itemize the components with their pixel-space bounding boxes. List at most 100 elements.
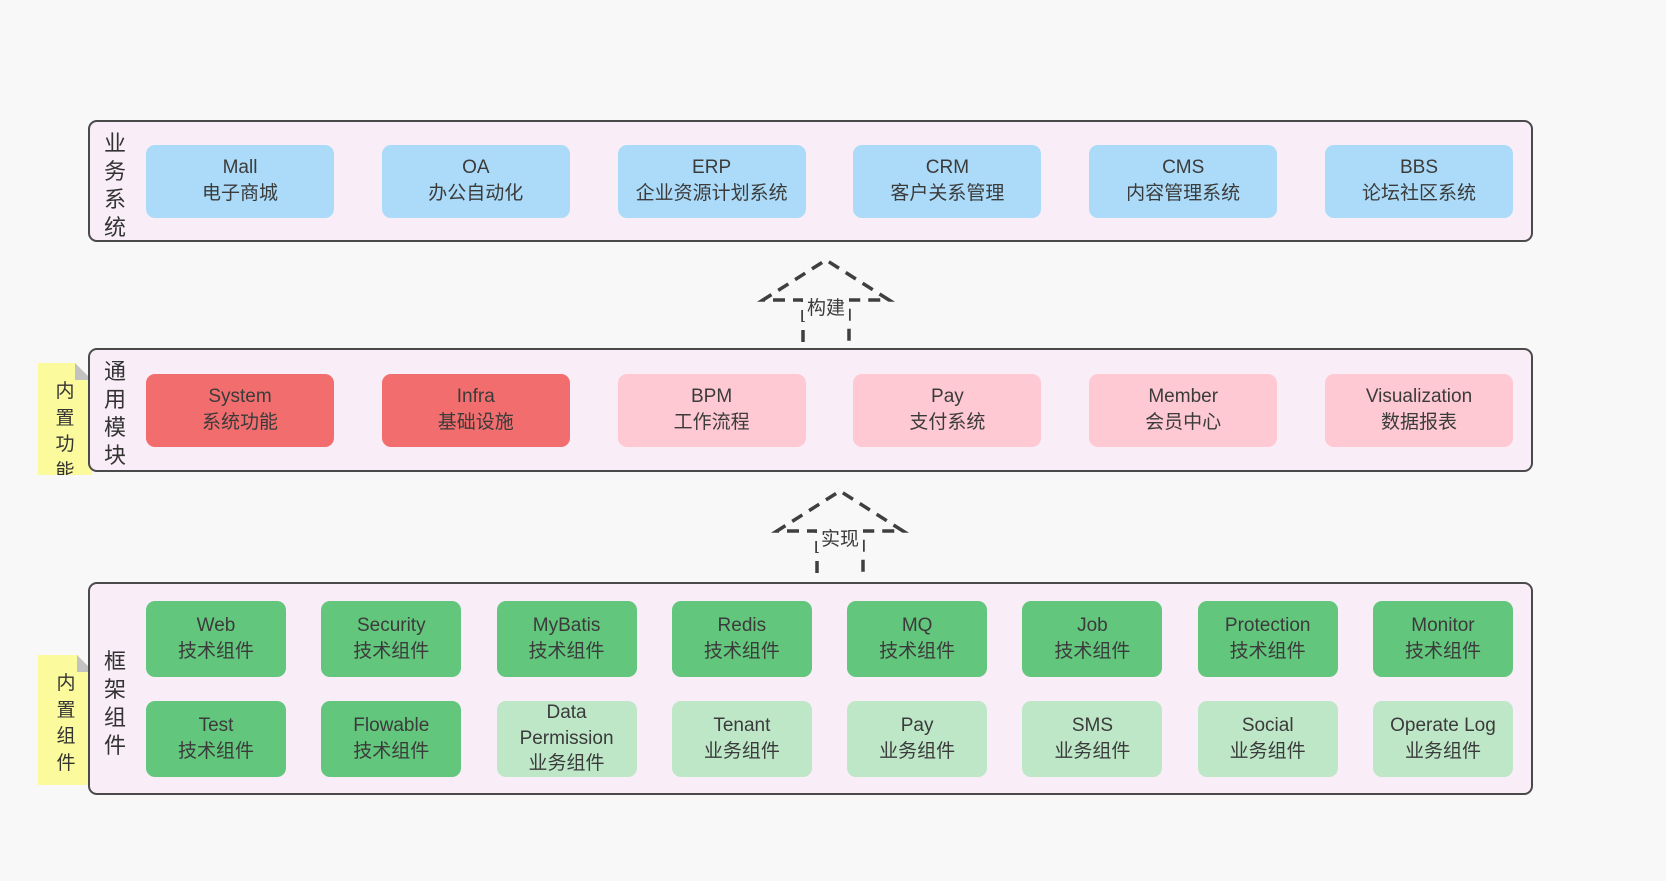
box-redis: Redis 技术组件 xyxy=(671,600,812,677)
arrow-build: 构建 xyxy=(751,256,901,342)
box-title: Visualization xyxy=(1365,386,1473,408)
box-title: ERP xyxy=(692,157,732,179)
band-label-business-systems: 业务系统 xyxy=(103,131,126,240)
arrow-label: 构建 xyxy=(802,292,850,321)
box-subtitle: 技术组件 xyxy=(177,640,254,662)
box-subtitle: 业务组件 xyxy=(1054,740,1131,762)
box-data-permission: Data Permission 业务组件 xyxy=(496,700,637,777)
box-subtitle: 业务组件 xyxy=(879,740,956,762)
band-common-modules: 通用模块 System 系统功能 Infra 基础设施 BPM 工作流程 Pay… xyxy=(88,348,1533,472)
box-title: Infra xyxy=(456,386,495,408)
band-framework-components: 框架组件 Web 技术组件 Security 技术组件 MyBatis 技术组件… xyxy=(88,582,1533,795)
band-label-framework-components: 框架组件 xyxy=(103,649,126,758)
box-subtitle: 业务组件 xyxy=(1404,740,1481,762)
box-crm: CRM 客户关系管理 xyxy=(853,144,1042,218)
box-subtitle: 内容管理系统 xyxy=(1126,183,1241,204)
box-subtitle: 业务组件 xyxy=(1229,740,1306,762)
box-subtitle: 技术组件 xyxy=(703,640,780,662)
box-subtitle: 技术组件 xyxy=(1229,640,1306,662)
box-title: Pay xyxy=(931,386,964,408)
box-bpm: BPM 工作流程 xyxy=(617,373,806,447)
box-title: Operate Log xyxy=(1390,714,1496,736)
box-subtitle: 技术组件 xyxy=(353,640,430,662)
box-subtitle: 企业资源计划系统 xyxy=(635,183,788,204)
box-test: Test 技术组件 xyxy=(146,700,286,777)
box-pay: Pay 支付系统 xyxy=(853,373,1042,447)
box-subtitle: 业务组件 xyxy=(528,753,605,775)
box-subtitle: 客户关系管理 xyxy=(890,183,1005,204)
component-row-2: Test 技术组件 Flowable 技术组件 Data Permission … xyxy=(146,700,1513,777)
box-subtitle: 电子商城 xyxy=(201,183,278,204)
box-oa: OA 办公自动化 xyxy=(381,144,570,218)
box-title: Mall xyxy=(222,157,258,179)
box-title: Protection xyxy=(1224,614,1311,636)
box-title: Security xyxy=(356,614,426,636)
arrow-implement: 实现 xyxy=(765,487,915,573)
box-title: Monitor xyxy=(1411,614,1475,636)
box-visualization: Visualization 数据报表 xyxy=(1324,373,1513,447)
box-subtitle: 业务组件 xyxy=(703,740,780,762)
box-title: MQ xyxy=(901,614,933,636)
box-title: Member xyxy=(1148,386,1219,408)
box-title: Redis xyxy=(717,614,767,636)
box-tenant: Tenant 业务组件 xyxy=(671,700,812,777)
box-title: MyBatis xyxy=(532,614,601,636)
box-title: Tenant xyxy=(713,714,771,736)
box-subtitle: 基础设施 xyxy=(437,412,514,433)
box-web: Web 技术组件 xyxy=(146,600,286,677)
box-title: CMS xyxy=(1162,157,1205,179)
box-flowable: Flowable 技术组件 xyxy=(321,700,462,777)
band-content: Mall 电子商城 OA 办公自动化 ERP 企业资源计划系统 CRM 客户关系… xyxy=(146,122,1513,240)
box-operate-log: Operate Log 业务组件 xyxy=(1372,700,1513,777)
box-title: Pay xyxy=(900,714,934,736)
band-content: Web 技术组件 Security 技术组件 MyBatis 技术组件 Redi… xyxy=(146,584,1513,793)
component-row-1: Web 技术组件 Security 技术组件 MyBatis 技术组件 Redi… xyxy=(146,600,1513,677)
sticky-note-built-in-features: 内置功能 xyxy=(38,363,92,475)
box-subtitle: 数据报表 xyxy=(1380,412,1457,433)
box-subtitle: 技术组件 xyxy=(177,740,254,762)
sticky-note-label: 内置功能 xyxy=(55,381,75,482)
band-business-systems: 业务系统 Mall 电子商城 OA 办公自动化 ERP 企业资源计划系统 CRM… xyxy=(88,120,1533,242)
band-label-common-modules: 通用模块 xyxy=(103,359,126,468)
box-protection: Protection 技术组件 xyxy=(1197,600,1338,677)
box-title: Test xyxy=(198,714,234,736)
box-subtitle: 技术组件 xyxy=(1054,640,1131,662)
box-subtitle: 技术组件 xyxy=(353,740,430,762)
box-erp: ERP 企业资源计划系统 xyxy=(617,144,806,218)
box-subtitle: 系统功能 xyxy=(201,412,278,433)
box-title: SMS xyxy=(1071,714,1113,736)
box-title: OA xyxy=(462,157,490,179)
box-title: BPM xyxy=(691,386,733,408)
band-content: System 系统功能 Infra 基础设施 BPM 工作流程 Pay 支付系统… xyxy=(146,350,1513,470)
box-mall: Mall 电子商城 xyxy=(146,144,334,218)
box-member: Member 会员中心 xyxy=(1089,373,1278,447)
box-security: Security 技术组件 xyxy=(321,600,462,677)
box-infra: Infra 基础设施 xyxy=(381,373,570,447)
box-title: BBS xyxy=(1399,157,1438,179)
box-title: Web xyxy=(196,614,236,636)
box-title: Social xyxy=(1241,714,1294,736)
box-subtitle: 办公自动化 xyxy=(428,183,524,204)
box-bbs: BBS 论坛社区系统 xyxy=(1324,144,1513,218)
box-sms: SMS 业务组件 xyxy=(1022,700,1163,777)
box-subtitle: 技术组件 xyxy=(879,640,956,662)
box-subtitle: 技术组件 xyxy=(528,640,605,662)
box-title: System xyxy=(208,386,272,408)
box-subtitle: 论坛社区系统 xyxy=(1361,183,1476,204)
sticky-note-built-in-components: 内置组件 xyxy=(38,655,94,785)
box-title: Data Permission xyxy=(519,702,614,749)
box-title: CRM xyxy=(925,157,970,179)
box-monitor: Monitor 技术组件 xyxy=(1372,600,1513,677)
arrow-label: 实现 xyxy=(816,523,864,552)
box-subtitle: 会员中心 xyxy=(1145,412,1222,433)
box-cms: CMS 内容管理系统 xyxy=(1089,144,1278,218)
sticky-note-label: 内置组件 xyxy=(56,673,76,774)
box-job: Job 技术组件 xyxy=(1022,600,1163,677)
box-mq: MQ 技术组件 xyxy=(847,600,988,677)
box-subtitle: 技术组件 xyxy=(1404,640,1481,662)
box-title: Flowable xyxy=(353,714,430,736)
box-pay-component: Pay 业务组件 xyxy=(847,700,988,777)
box-social: Social 业务组件 xyxy=(1197,700,1338,777)
box-title: Job xyxy=(1077,614,1108,636)
box-mybatis: MyBatis 技术组件 xyxy=(496,600,637,677)
